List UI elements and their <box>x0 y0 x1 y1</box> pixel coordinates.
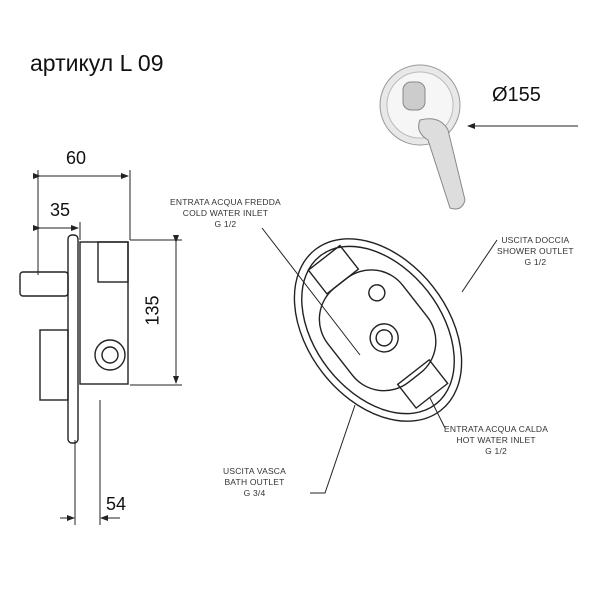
label-line: USCITA VASCA <box>223 466 287 476</box>
label-line: G 1/2 <box>214 219 237 229</box>
article-title: артикул L 09 <box>30 50 164 76</box>
dimension-54: 54 <box>106 494 127 514</box>
dimension-60: 60 <box>66 148 87 168</box>
shower-outlet-label: USCITA DOCCIA SHOWER OUTLET G 1/2 <box>497 235 574 268</box>
label-line: USCITA DOCCIA <box>501 235 570 245</box>
dimension-lines <box>33 170 182 525</box>
label-line: BATH OUTLET <box>224 477 285 487</box>
dimension-35: 35 <box>50 200 71 220</box>
diameter-label: Ø155 <box>492 84 541 106</box>
product-photo <box>379 64 466 210</box>
label-line: G 1/2 <box>524 257 547 267</box>
front-view <box>293 238 463 422</box>
label-line: G 1/2 <box>485 446 507 456</box>
cold-inlet-label: ENTRATA ACQUA FREDDA COLD WATER INLET G … <box>170 197 281 230</box>
side-view <box>19 234 129 444</box>
label-line: ENTRATA ACQUA CALDA <box>444 424 549 434</box>
label-line: G 3/4 <box>243 488 266 498</box>
dimension-135: 135 <box>142 295 163 326</box>
bath-outlet-label: USCITA VASCA BATH OUTLET G 3/4 <box>223 466 286 499</box>
hot-inlet-label: ENTRATA ACQUA CALDA HOT WATER INLET G 1/… <box>444 424 548 457</box>
label-line: COLD WATER INLET <box>182 208 269 218</box>
leader-lines <box>261 227 498 494</box>
label-line: HOT WATER INLET <box>456 435 536 445</box>
label-line: ENTRATA ACQUA FREDDA <box>170 197 281 207</box>
label-line: SHOWER OUTLET <box>497 246 574 256</box>
